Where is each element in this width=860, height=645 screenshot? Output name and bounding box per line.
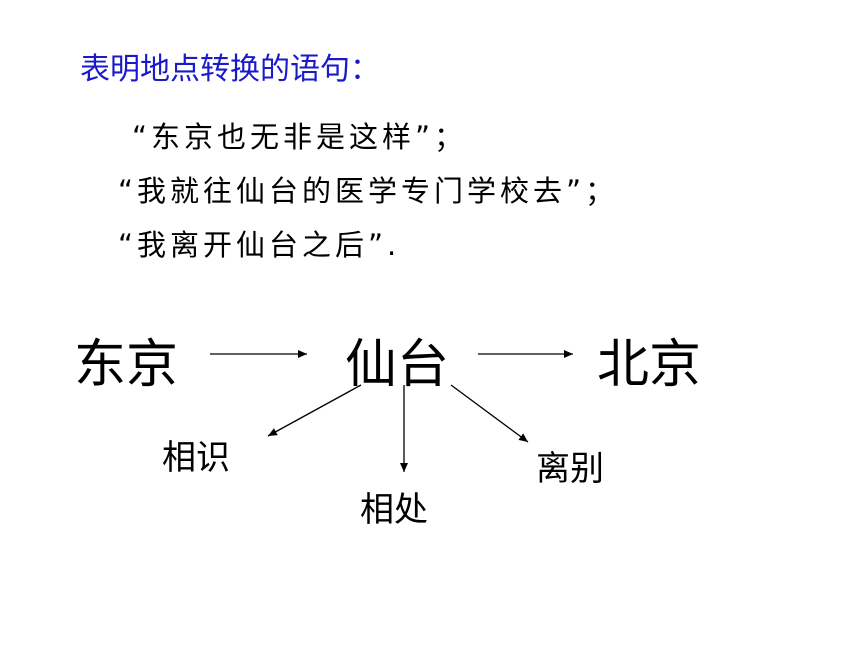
stage-together: 相处 [360, 490, 428, 530]
quote-leave-sendai: “我离开仙台之后”. [118, 228, 401, 262]
stage-meet: 相识 [162, 438, 230, 478]
place-tokyo: 东京 [74, 335, 179, 395]
place-beijing: 北京 [597, 335, 702, 395]
stage-parting: 离别 [536, 449, 604, 489]
arrow-sendai-meet [267, 384, 362, 437]
quote-sendai-school: “我就往仙台的医学专门学校去”； [118, 174, 619, 208]
quote-tokyo: “东京也无非是这样”； [132, 120, 468, 154]
arrow-sendai-parting [450, 384, 529, 443]
place-sendai: 仙台 [345, 335, 450, 395]
heading: 表明地点转换的语句： [80, 52, 380, 87]
